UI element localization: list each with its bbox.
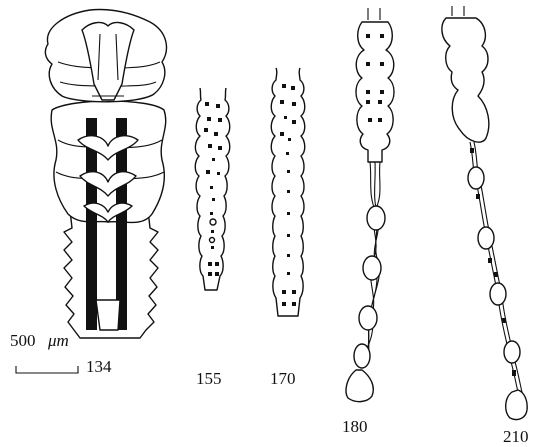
specimen-134 <box>45 10 166 339</box>
specimen-134-body <box>51 101 166 223</box>
stage-label-170: 170 <box>270 369 296 388</box>
specimen-180 <box>346 8 394 402</box>
stage-labels: 134 155 170 180 210 <box>86 357 529 446</box>
specimen-170 <box>271 68 305 316</box>
scale-bar: 500 μm <box>10 331 78 373</box>
stage-label-180: 180 <box>342 417 368 436</box>
scale-bar-line <box>16 366 78 373</box>
stage-label-155: 155 <box>196 369 222 388</box>
specimen-155 <box>195 88 230 290</box>
stage-label-134: 134 <box>86 357 112 376</box>
scale-bar-value: 500 <box>10 331 36 350</box>
scale-bar-unit: μm <box>47 331 69 350</box>
stage-label-210: 210 <box>503 427 529 446</box>
specimen-210 <box>442 6 527 420</box>
